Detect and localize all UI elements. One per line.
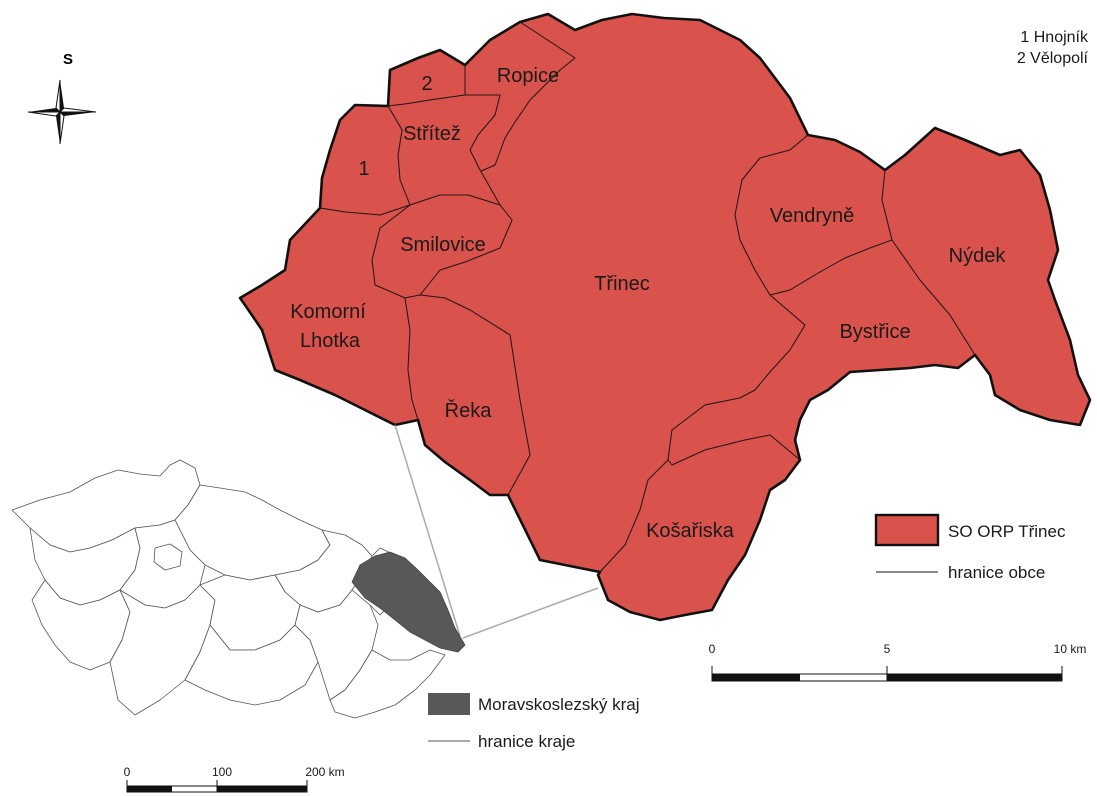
municipality-map <box>238 12 1092 622</box>
inset-legend-line-label: hranice kraje <box>478 732 575 751</box>
inset-scale-tick-0: 0 <box>124 765 131 779</box>
label-reka: Řeka <box>445 399 493 422</box>
main-scale-tick-2: 10 km <box>1054 642 1087 656</box>
inset-legend-fill-swatch <box>428 693 470 715</box>
inset-legend: Moravskoslezský kraj hranice kraje <box>428 693 640 751</box>
label-bystrice: Bystřice <box>839 321 910 343</box>
label-hnojnik: 1 <box>358 158 369 180</box>
label-strizez: Střítež <box>403 123 461 145</box>
label-ropice: Ropice <box>497 65 559 87</box>
label-komorni-lhotka-line1: Komorní <box>290 301 366 323</box>
legend-line-label: hranice obce <box>948 563 1045 582</box>
label-smilovice: Smilovice <box>400 234 486 256</box>
main-scale-tick-0: 0 <box>709 642 716 656</box>
main-legend: SO ORP Třinec hranice obce <box>874 513 1066 582</box>
inset-scale-tick-2: 200 km <box>305 765 344 779</box>
inset-region-msk[interactable] <box>351 551 466 653</box>
legend-fill-swatch <box>874 513 940 547</box>
number-key-1: 1 Hnojník <box>1020 29 1089 46</box>
label-nydek: Nýdek <box>949 245 1007 267</box>
inset-scale-tick-1: 100 <box>212 765 232 779</box>
label-vendryne: Vendryně <box>770 205 855 227</box>
inset-scale-bar: 0 100 200 km <box>124 765 345 793</box>
legend-fill-label: SO ORP Třinec <box>948 522 1066 541</box>
north-arrow-icon: S <box>27 51 97 145</box>
main-scale-tick-1: 5 <box>884 642 891 656</box>
main-scale-bar: 0 5 10 km <box>709 642 1087 682</box>
label-komorni-lhotka-line2: Lhotka <box>300 330 361 352</box>
label-trinec: Třinec <box>594 273 650 295</box>
inset-legend-fill-label: Moravskoslezský kraj <box>478 695 640 714</box>
label-velopoli: 2 <box>421 73 432 95</box>
inset-czech-map <box>11 424 599 719</box>
label-kosariska: Košařiska <box>646 520 735 542</box>
north-arrow-label: S <box>63 51 73 68</box>
number-key-2: 2 Vělopolí <box>1017 50 1089 67</box>
